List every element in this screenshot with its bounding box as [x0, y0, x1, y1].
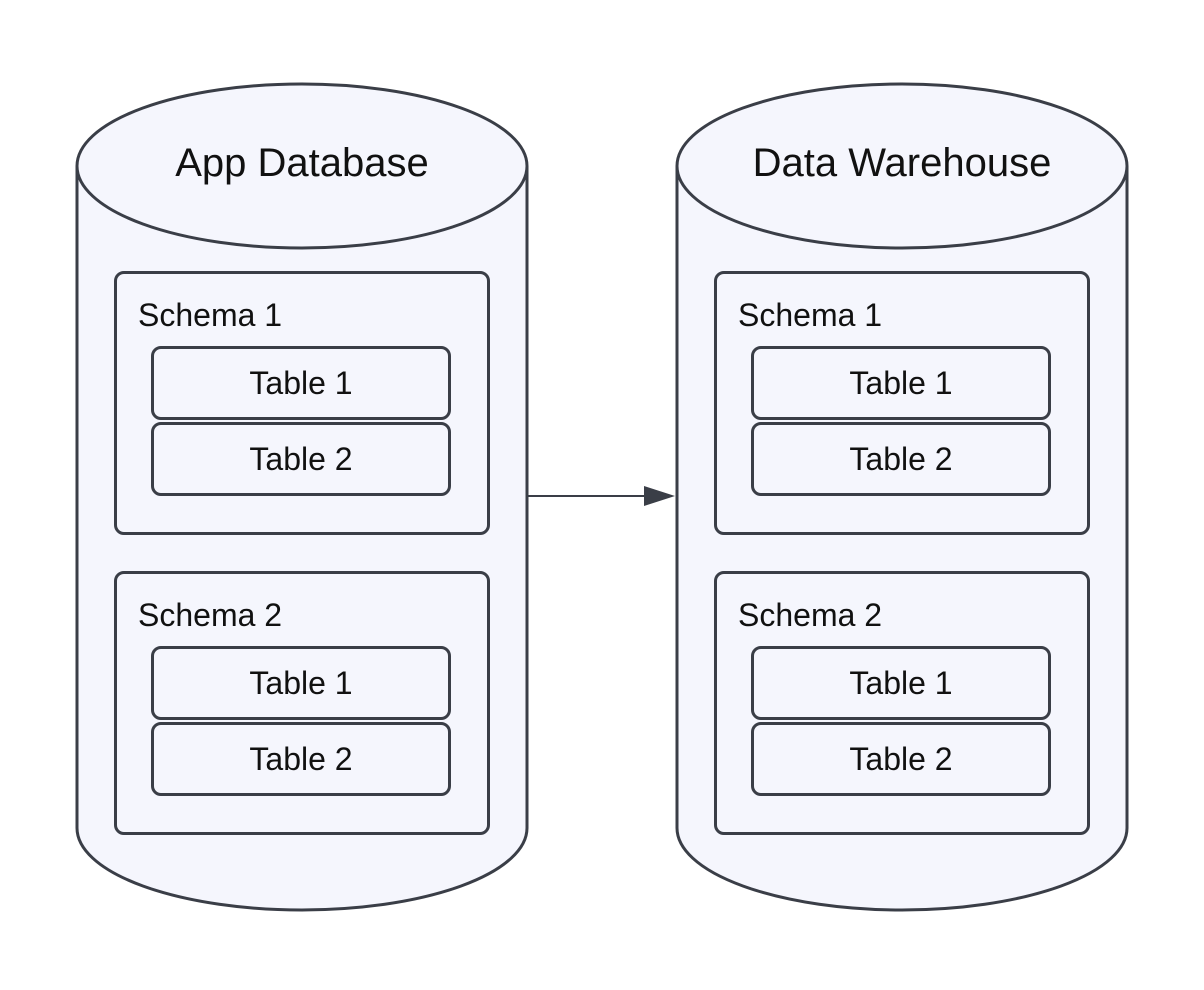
db-title-app-database: App Database	[175, 141, 429, 185]
cylinder-top	[75, 82, 529, 250]
table-box: Table 1	[751, 646, 1051, 720]
schema-title: Schema 1	[738, 297, 883, 333]
table-box: Table 1	[751, 346, 1051, 420]
table-box: Table 1	[151, 646, 451, 720]
table-box: Table 2	[751, 722, 1051, 796]
schema-title: Schema 1	[138, 297, 283, 333]
table-box: Table 2	[151, 422, 451, 496]
table-box: Table 1	[151, 346, 451, 420]
arrowhead-icon	[644, 486, 675, 506]
schema-title: Schema 2	[138, 597, 283, 633]
db-title-data-warehouse: Data Warehouse	[752, 141, 1052, 185]
edge-arrow	[528, 486, 675, 506]
schema-title: Schema 2	[738, 597, 883, 633]
table-box: Table 2	[151, 722, 451, 796]
table-box: Table 2	[751, 422, 1051, 496]
cylinder-top	[675, 82, 1129, 250]
